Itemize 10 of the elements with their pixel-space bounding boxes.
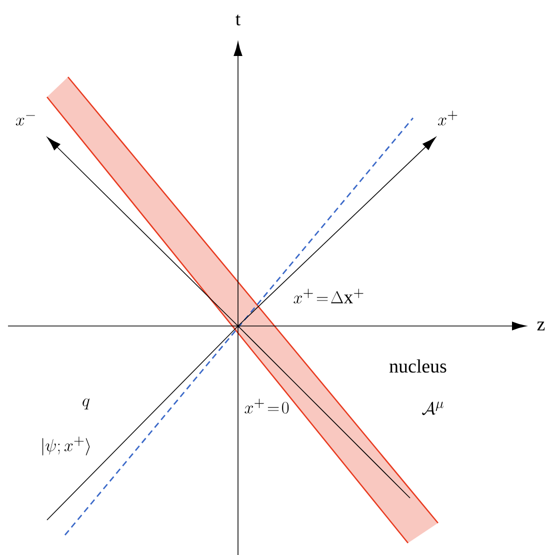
axis-label: t — [236, 14, 240, 26]
axis-label: z — [537, 322, 545, 330]
formula-label: $q$ — [82, 398, 90, 410]
axis-label: $x^{+}$ — [438, 110, 458, 126]
formula-label: $|\psi;x^{+}\rangle$ — [42, 436, 90, 456]
region-label: nucleus — [390, 359, 446, 373]
formula-label: $x^{+}\!=\!0$ — [244, 398, 289, 414]
axis-label: $x^{-}$ — [16, 115, 35, 126]
formula-label: $\mathcal{A}^{\mu}$ — [422, 402, 444, 416]
formula-label: $x^{+}\!=\!\Delta\mathrm{x}^{+}$ — [294, 288, 364, 304]
